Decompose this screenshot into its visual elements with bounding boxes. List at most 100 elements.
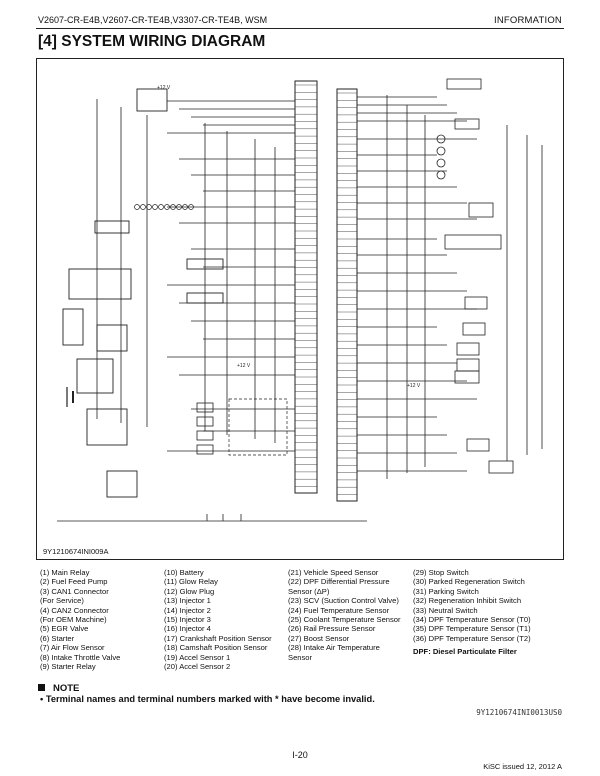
legend-item: (11) Glow Relay: [164, 577, 218, 587]
coil-symbol: [188, 204, 194, 210]
connector-box: [196, 444, 214, 455]
legend-item: (13) Injector 1: [164, 596, 211, 606]
component-box: [186, 292, 224, 304]
wiring-diagram: +12 V+12 V+12 V 9Y1210674INI009A: [36, 58, 564, 560]
legend-item: (19) Accel Sensor 1: [164, 652, 231, 662]
note-square-icon: [38, 684, 45, 691]
legend-item: (28) Intake Air Temperature: [288, 643, 380, 653]
legend-item: (14) Injector 2: [164, 605, 211, 615]
coil-symbol: [176, 204, 182, 210]
coil-symbol: [140, 204, 146, 210]
page-title: [4] SYSTEM WIRING DIAGRAM: [38, 33, 266, 50]
component-box: [454, 370, 480, 384]
legend-item: (1) Main Relay: [40, 568, 90, 577]
legend-column-1: (1) Main Relay (2) Fuel Feed Pump (3) CA…: [40, 568, 120, 671]
legend-item: (31) Parking Switch: [413, 586, 479, 596]
legend-item: (4) CAN2 Connector: [40, 605, 109, 615]
legend-item: (For Service): [40, 596, 84, 606]
header-rule: [36, 28, 564, 29]
coil-symbol: [164, 204, 170, 210]
lamp-symbol: [436, 134, 446, 144]
legend-item: (23) SCV (Suction Control Valve): [288, 596, 399, 606]
ecu-connector-left: [294, 80, 318, 494]
component-box: [136, 88, 168, 112]
legend-item: (22) DPF Differential Pressure: [288, 577, 390, 587]
lamp-symbol: [436, 158, 446, 168]
component-box: [466, 438, 490, 452]
connector-box: [196, 402, 214, 413]
component-box: [462, 322, 486, 336]
legend-item: (34) DPF Temperature Sensor (T0): [413, 615, 531, 625]
legend-item: (8) Intake Throttle Valve: [40, 652, 121, 662]
component-box: [76, 358, 114, 394]
dpf-definition: DPF: Diesel Particulate Filter: [413, 647, 517, 657]
component-box: [454, 118, 480, 130]
page-number: I-20: [292, 750, 308, 760]
legend-item: (36) DPF Temperature Sensor (T2): [413, 633, 531, 643]
component-box: [446, 78, 482, 90]
legend-item: (10) Battery: [164, 568, 204, 577]
component-box: [106, 470, 138, 498]
component-box: [186, 258, 224, 270]
legend-item: (5) EGR Valve: [40, 624, 89, 634]
component-box: [96, 324, 128, 352]
legend-item: (12) Glow Plug: [164, 586, 215, 596]
legend-item: (7) Air Flow Sensor: [40, 643, 105, 653]
legend-item: (20) Accel Sensor 2: [164, 662, 231, 672]
legend-item: (2) Fuel Feed Pump: [40, 577, 108, 587]
component-box: [94, 220, 130, 234]
component-box: [456, 358, 480, 372]
legend-item: (15) Injector 3: [164, 615, 211, 625]
component-box: [468, 202, 494, 218]
coil-symbol: [146, 204, 152, 210]
legend-item: (24) Fuel Temperature Sensor: [288, 605, 390, 615]
component-box: [444, 234, 502, 250]
voltage-label: +12 V: [407, 383, 421, 389]
shield-box: [228, 398, 288, 456]
note-heading: NOTE: [38, 683, 79, 694]
note-heading-text: NOTE: [53, 683, 80, 694]
legend-item: (33) Neutral Switch: [413, 605, 478, 615]
coil-symbol: [152, 204, 158, 210]
legend-item: (3) CAN1 Connector: [40, 586, 109, 596]
component-box: [68, 268, 132, 300]
legend-item: (18) Camshaft Position Sensor: [164, 643, 268, 653]
lamp-symbol: [436, 170, 446, 180]
diagram-code: 9Y1210674INI009A: [41, 547, 111, 556]
legend-item: (21) Vehicle Speed Sensor: [288, 568, 379, 577]
legend-item: (9) Starter Relay: [40, 662, 96, 672]
legend-item: Sensor: [288, 652, 313, 662]
note-item: • Terminal names and terminal numbers ma…: [40, 694, 375, 704]
legend-item: (17) Crankshaft Position Sensor: [164, 633, 272, 643]
coil-symbol: [134, 204, 140, 210]
legend-item: (25) Coolant Temperature Sensor: [288, 615, 401, 625]
legend-column-2: (10) Battery (11) Glow Relay (12) Glow P…: [164, 568, 272, 671]
legend-item: (29) Stop Switch: [413, 568, 469, 577]
legend-item: (For OEM Machine): [40, 615, 107, 625]
coil-symbol: [182, 204, 188, 210]
legend-item: (16) Injector 4: [164, 624, 211, 634]
wiring-diagram-drawing: +12 V+12 V+12 V: [57, 78, 543, 522]
coil-symbol: [170, 204, 176, 210]
reference-code: 9Y1210674INI0013US0: [476, 708, 562, 717]
legend-item: (27) Boost Sensor: [288, 633, 350, 643]
component-box: [62, 308, 84, 346]
legend-column-3: (21) Vehicle Speed Sensor (22) DPF Diffe…: [288, 568, 401, 662]
legend-item: (30) Parked Regeneration Switch: [413, 577, 525, 587]
legend-item: (26) Rail Pressure Sensor: [288, 624, 376, 634]
header-models: V2607-CR-E4B,V2607-CR-TE4B,V3307-CR-TE4B…: [38, 15, 268, 25]
legend-column-4: (29) Stop Switch (30) Parked Regeneratio…: [413, 568, 531, 657]
component-box: [456, 342, 480, 356]
component-box: [488, 460, 514, 474]
ecu-connector-right: [336, 88, 358, 502]
connector-box: [196, 430, 214, 441]
issue-info: KiSC issued 12, 2012 A: [483, 762, 562, 771]
voltage-label: +12 V: [157, 85, 171, 91]
legend-item: Sensor (ΔP): [288, 586, 330, 596]
legend-item: (32) Regeneration Inhibit Switch: [413, 596, 522, 606]
header-section: INFORMATION: [494, 15, 562, 26]
legend-item: (6) Starter: [40, 633, 75, 643]
connector-box: [196, 416, 214, 427]
component-box: [86, 408, 128, 446]
coil-symbol: [158, 204, 164, 210]
